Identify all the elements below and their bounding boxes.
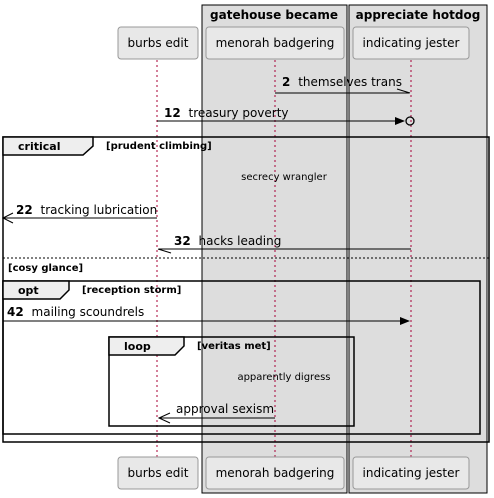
note-secrecy: secrecy wrangler [241, 172, 328, 183]
svg-text:2 themselves trans: 2 themselves trans [282, 75, 402, 89]
message-2-number: 2 [282, 75, 290, 89]
lifelines [156, 60, 412, 457]
fragment-opt: opt [reception storm] [2, 280, 481, 435]
participant-burbs-label-bottom: burbs edit [128, 466, 189, 480]
message-12-number: 12 [164, 106, 181, 120]
svg-text:22 tracking lubrication: 22 tracking lubrication [16, 203, 157, 217]
fragment-else-separator: [cosy glance] [3, 257, 489, 274]
svg-text:42 mailing scoundrels: 42 mailing scoundrels [7, 305, 144, 319]
svg-text:12 treasury poverty: 12 treasury poverty [164, 106, 289, 120]
message-42-number: 42 [7, 305, 24, 319]
message-22: 22 tracking lubrication [1, 203, 157, 224]
fragment-opt-guard: [reception storm] [82, 285, 181, 296]
participant-menorah-top: menorah badgering [205, 26, 345, 60]
participant-jester-top: indicating jester [352, 26, 470, 60]
participant-menorah-label: menorah badgering [216, 36, 335, 50]
fragment-critical-keyword: critical [18, 140, 60, 153]
message-2: 2 themselves trans [275, 75, 411, 94]
message-32-number: 32 [174, 234, 191, 248]
message-42-text: mailing scoundrels [32, 305, 145, 319]
participant-burbs-label: burbs edit [128, 36, 189, 50]
fragment-loop-keyword: loop [124, 340, 151, 353]
message-2-text: themselves trans [298, 75, 402, 89]
message-12: 12 treasury poverty [157, 106, 415, 126]
message-32-text: hacks leading [199, 234, 282, 248]
fragment-opt-keyword: opt [18, 284, 39, 297]
fragment-critical-guard: [prudent climbing] [106, 141, 212, 152]
participant-jester-label-bottom: indicating jester [363, 466, 460, 480]
participant-menorah-bottom: menorah badgering [205, 456, 345, 490]
message-22-text: tracking lubrication [41, 203, 158, 217]
participant-burbs-bottom: burbs edit [117, 456, 199, 490]
note-digress: apparently digress [237, 372, 330, 383]
message-42: 42 mailing scoundrels [3, 305, 410, 325]
message-approval-text: approval sexism [176, 402, 274, 416]
message-32: 32 hacks leading [157, 234, 411, 254]
svg-text:32 hacks leading: 32 hacks leading [174, 234, 281, 248]
message-approval: approval sexism [157, 402, 275, 424]
fragment-cosy-guard: [cosy glance] [8, 263, 83, 274]
box-gatehouse-title: gatehouse became [210, 8, 338, 22]
participant-burbs-top: burbs edit [117, 26, 199, 60]
message-22-number: 22 [16, 203, 33, 217]
box-appreciate-title: appreciate hotdog [356, 8, 481, 22]
fragment-loop: loop [veritas met] [108, 336, 355, 427]
participant-jester-label: indicating jester [363, 36, 460, 50]
message-12-text: treasury poverty [189, 106, 289, 120]
participant-jester-bottom: indicating jester [352, 456, 470, 490]
fragment-loop-guard: [veritas met] [197, 341, 271, 352]
participant-menorah-label-bottom: menorah badgering [216, 466, 335, 480]
